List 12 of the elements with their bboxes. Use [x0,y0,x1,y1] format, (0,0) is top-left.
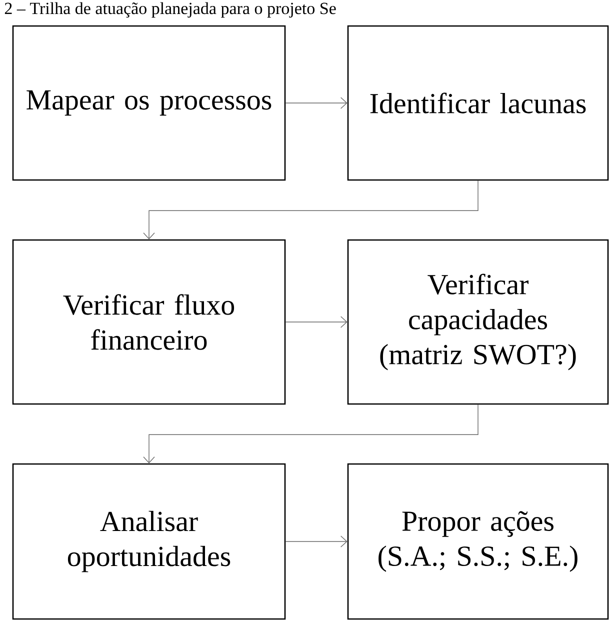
arrow [285,536,348,548]
arrow [143,180,478,240]
arrow [285,316,348,328]
process-box: Mapear os processos [12,25,286,181]
figure-title: 2 – Trilha de atuação planejada para o projeto Se [4,2,336,18]
process-box: Verificar capacidades (matriz SWOT?) [347,239,609,405]
arrow [285,97,348,109]
process-box: Propor ações (S.A.; S.S.; S.E.) [347,463,609,620]
process-box: Analisar oportunidades [12,463,286,620]
arrow [143,404,478,464]
process-box: Identificar lacunas [347,25,609,181]
process-box: Verificar fluxo financeiro [12,239,286,405]
